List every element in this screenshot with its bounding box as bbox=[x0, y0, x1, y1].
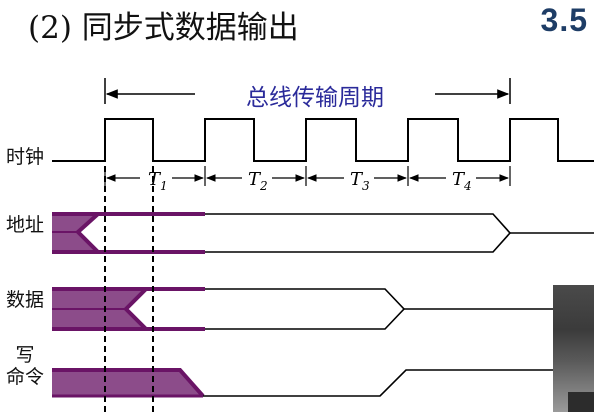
write-label-line2: 命令 bbox=[6, 366, 45, 388]
address-bus-waveform bbox=[52, 212, 594, 254]
data-bus-waveform bbox=[52, 287, 553, 331]
data-label: 数据 bbox=[6, 289, 45, 311]
period-label-t3: T3 bbox=[350, 169, 370, 193]
period-arrow-t1: T1 bbox=[106, 169, 204, 193]
period-label-t4: T4 bbox=[452, 169, 472, 193]
write-command-label: 写 命令 bbox=[6, 344, 44, 388]
period-label-t2: T2 bbox=[248, 169, 268, 193]
write-label-line1: 写 bbox=[15, 344, 35, 366]
period-label-t1: T1 bbox=[148, 169, 168, 193]
presenter-photo-crop bbox=[553, 285, 594, 412]
page-title: (2) 同步式数据输出 bbox=[28, 10, 299, 46]
clock-label: 时钟 bbox=[6, 146, 45, 168]
period-arrow-t4: T4 bbox=[409, 169, 509, 193]
period-arrow-t2: T2 bbox=[206, 169, 305, 193]
address-label: 地址 bbox=[6, 214, 45, 236]
clock-waveform bbox=[52, 118, 594, 162]
write-command-waveform bbox=[52, 368, 553, 398]
presenter-photo-dark-region bbox=[568, 392, 594, 412]
section-number: 3.5 bbox=[540, 2, 588, 38]
period-arrow-t3: T3 bbox=[307, 169, 407, 193]
bus-cycle-label: 总线传输周期 bbox=[195, 78, 435, 112]
